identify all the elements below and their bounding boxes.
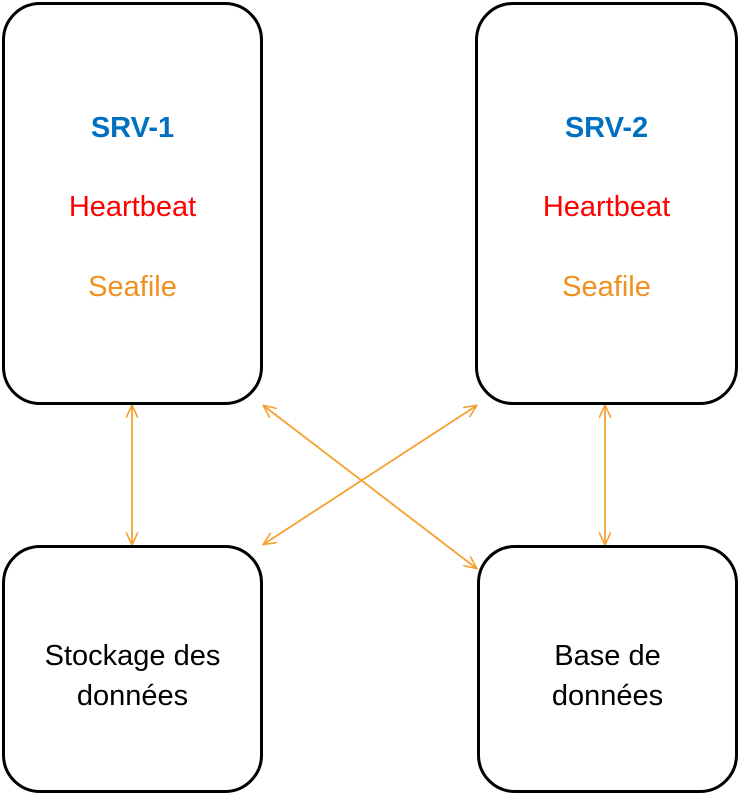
database-label: Base de données [480,636,735,716]
server-box-srv1: SRV-1 Heartbeat Seafile [2,2,263,405]
server-box-srv2: SRV-2 Heartbeat Seafile [475,2,738,405]
storage-label: Stockage des données [5,636,260,716]
storage-label-line2: données [76,680,189,712]
database-label-line1: Base de [554,640,661,672]
storage-label-line1: Stockage des [44,640,221,672]
database-box: Base de données [477,545,738,793]
service-seafile: Seafile [562,271,651,303]
arrow-srv1-database [264,406,476,568]
service-heartbeat: Heartbeat [542,191,671,223]
service-heartbeat: Heartbeat [68,191,197,223]
server-title: SRV-1 [90,112,175,144]
service-seafile: Seafile [88,271,177,303]
arrow-srv2-storage [264,406,476,544]
server-title: SRV-2 [564,112,649,144]
storage-box: Stockage des données [2,545,263,793]
database-label-line2: données [551,680,664,712]
